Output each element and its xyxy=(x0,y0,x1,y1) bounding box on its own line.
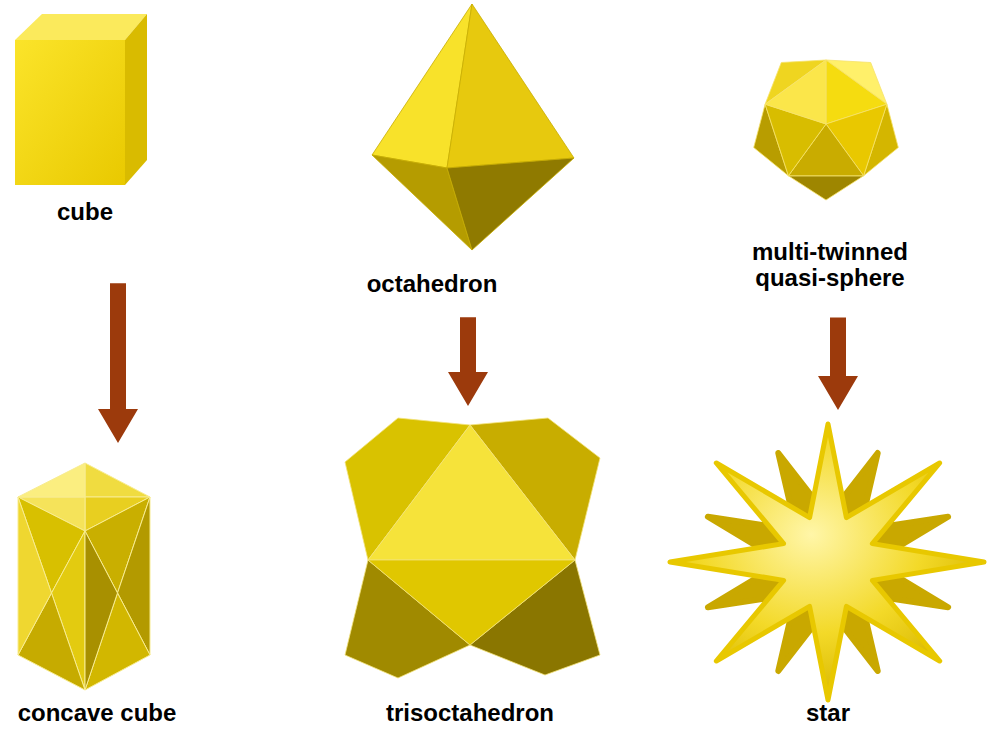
concave-cube-node: concave cube xyxy=(18,463,177,726)
block-arrow xyxy=(98,283,138,443)
block-arrow xyxy=(818,317,858,410)
cube-node: cube xyxy=(15,14,147,225)
concave-cube-solid xyxy=(18,463,150,690)
trisoctahedron-node: trisoctahedron xyxy=(345,418,600,726)
quasi-sphere-solid xyxy=(754,60,899,200)
shape-label: trisoctahedron xyxy=(386,700,554,726)
star-solid xyxy=(670,424,984,700)
quasi-sphere-node: multi-twinned quasi-sphere xyxy=(741,60,919,291)
cube-solid xyxy=(15,14,147,185)
block-arrow xyxy=(448,317,488,406)
shape-label: concave cube xyxy=(18,700,177,726)
octahedron-solid xyxy=(372,4,574,250)
octahedron-node: octahedron xyxy=(367,4,574,297)
shape-label: octahedron xyxy=(367,271,498,297)
star-node: star xyxy=(668,422,988,726)
shape-label: multi-twinned quasi-sphere xyxy=(741,239,919,292)
shape-label: cube xyxy=(57,199,113,225)
shape-label: star xyxy=(806,700,850,726)
trisoctahedron-solid xyxy=(345,418,600,678)
